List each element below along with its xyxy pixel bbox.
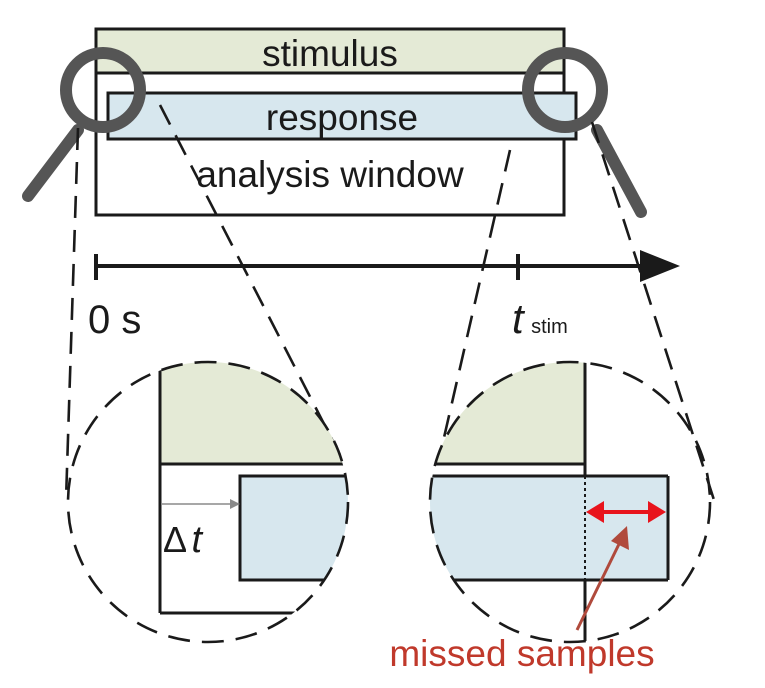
time-zero-label: 0 s — [88, 298, 141, 342]
analysis-window-label: analysis window — [196, 154, 464, 195]
projection-line — [64, 127, 80, 501]
stimulus-bar — [94, 27, 566, 75]
zoom-detail-start: Δ t — [66, 360, 350, 644]
delta-t-arrowhead — [230, 499, 240, 509]
magnifying-glass-icon — [522, 47, 647, 218]
zoom-response-region — [430, 476, 668, 580]
delta-t-variable: t — [192, 519, 204, 561]
missed-samples-arrow — [586, 501, 666, 523]
zoom-projection-lines — [64, 104, 716, 501]
delta-t-label: Δ t — [163, 519, 204, 561]
zoom-detail-end — [428, 360, 712, 644]
stimulus-label: stimulus — [262, 33, 398, 74]
t-stim-subscript: stim — [531, 316, 568, 338]
zoom-response-region — [238, 474, 348, 582]
missed-samples-label: missed samples — [389, 633, 654, 674]
delta-symbol: Δ — [163, 519, 187, 560]
zoom-circle-end — [428, 360, 712, 644]
time-axis-arrowhead — [640, 250, 680, 282]
t-stim-label: t stim — [512, 295, 568, 342]
projection-line — [158, 104, 342, 456]
time-axis: 0 s t stim — [88, 250, 680, 342]
analysis-stack: stimulus response analysis window — [94, 27, 578, 217]
zoom-circle-start — [66, 360, 350, 644]
response-label: response — [266, 97, 418, 138]
missed-samples-pointer — [575, 526, 629, 631]
projection-line — [438, 149, 512, 456]
magnifying-glass-icon — [22, 47, 146, 202]
zoom-stimulus-region — [430, 362, 585, 464]
t-stim-symbol: t — [512, 295, 526, 342]
response-bar — [106, 91, 578, 141]
zoom-stimulus-region — [160, 362, 348, 464]
